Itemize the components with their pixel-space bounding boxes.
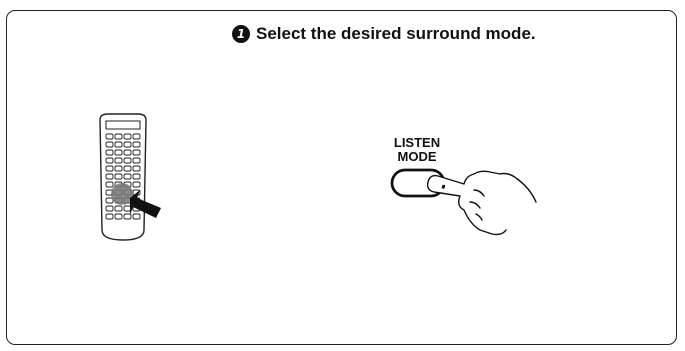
- remote-button: [105, 141, 114, 148]
- remote-button: [123, 141, 132, 148]
- remote-button: [105, 157, 114, 164]
- remote-button: [123, 173, 132, 180]
- remote-button: [114, 133, 123, 140]
- remote-button: [132, 157, 141, 164]
- remote-button: [132, 141, 141, 148]
- remote-button: [132, 173, 141, 180]
- instruction-panel: [6, 10, 677, 345]
- remote-button: [105, 149, 114, 156]
- remote-button: [114, 149, 123, 156]
- remote-button: [105, 173, 114, 180]
- remote-button: [123, 133, 132, 140]
- remote-button: [105, 213, 114, 220]
- pressing-hand-icon: [426, 170, 537, 236]
- remote-button: [123, 165, 132, 172]
- remote-button: [114, 165, 123, 172]
- remote-button: [132, 133, 141, 140]
- remote-button: [105, 165, 114, 172]
- remote-button: [123, 149, 132, 156]
- remote-button: [123, 205, 132, 212]
- remote-button: [105, 133, 114, 140]
- listen-label-line1: LISTEN: [393, 135, 441, 150]
- remote-button: [132, 149, 141, 156]
- remote-button: [123, 213, 132, 220]
- step-instruction: 1 Select the desired surround mode.: [232, 24, 536, 44]
- remote-button: [114, 213, 123, 220]
- remote-button: [105, 181, 114, 188]
- remote-button: [105, 205, 114, 212]
- pointing-arrow-icon: [130, 190, 161, 218]
- listen-mode-button[interactable]: [380, 130, 560, 245]
- remote-button: [114, 141, 123, 148]
- remote-button: [123, 157, 132, 164]
- remote-button: [132, 165, 141, 172]
- remote-control-icon: [99, 113, 161, 241]
- listen-label-line2: MODE: [397, 149, 437, 164]
- remote-button: [114, 205, 123, 212]
- remote-button: [114, 173, 123, 180]
- step-number-badge: 1: [232, 25, 250, 43]
- remote-button: [132, 213, 141, 220]
- step-text: Select the desired surround mode.: [256, 24, 536, 43]
- remote-button: [132, 181, 141, 188]
- listen-mode-label: LISTEN MODE: [382, 136, 452, 164]
- remote-button: [105, 197, 114, 204]
- remote-button: [114, 157, 123, 164]
